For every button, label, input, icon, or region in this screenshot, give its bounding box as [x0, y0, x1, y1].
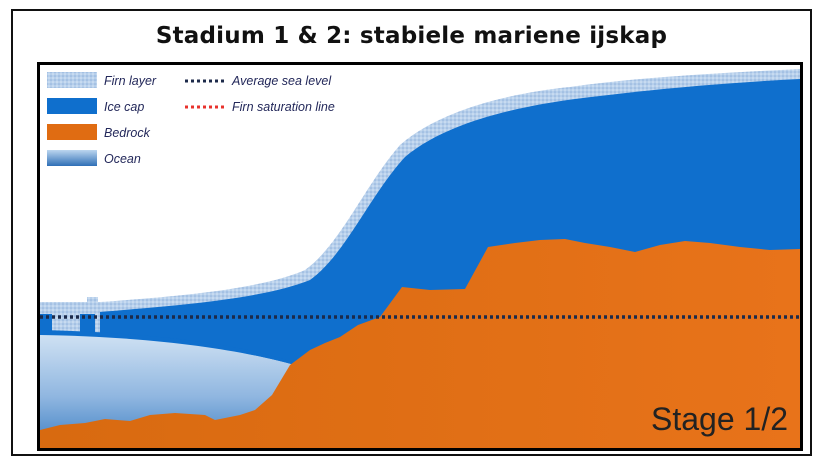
legend-swatch-ocean — [47, 150, 97, 166]
legend: Firn layer Ice cap Bedrock Ocean Average… — [47, 72, 335, 166]
legend-label-average-sea-level: Average sea level — [231, 74, 332, 88]
legend-label-firn-layer: Firn layer — [104, 74, 157, 88]
stage-label: Stage 1/2 — [651, 401, 788, 437]
legend-label-firn-saturation-line: Firn saturation line — [232, 100, 335, 114]
legend-label-ocean: Ocean — [104, 152, 141, 166]
diagram-title: Stadium 1 & 2: stabiele mariene ijskap — [155, 23, 668, 49]
bedrock — [40, 239, 800, 448]
legend-swatch-firn — [47, 72, 97, 88]
legend-label-bedrock: Bedrock — [104, 126, 151, 140]
legend-swatch-ice-cap — [47, 98, 97, 114]
legend-label-ice-cap: Ice cap — [104, 100, 144, 114]
legend-swatch-bedrock — [47, 124, 97, 140]
ice-sheet-panel: Firn layer Ice cap Bedrock Ocean Average… — [37, 62, 803, 451]
ice-shelf-edge — [40, 330, 300, 365]
ice-sheet-diagram: Firn layer Ice cap Bedrock Ocean Average… — [40, 69, 800, 448]
